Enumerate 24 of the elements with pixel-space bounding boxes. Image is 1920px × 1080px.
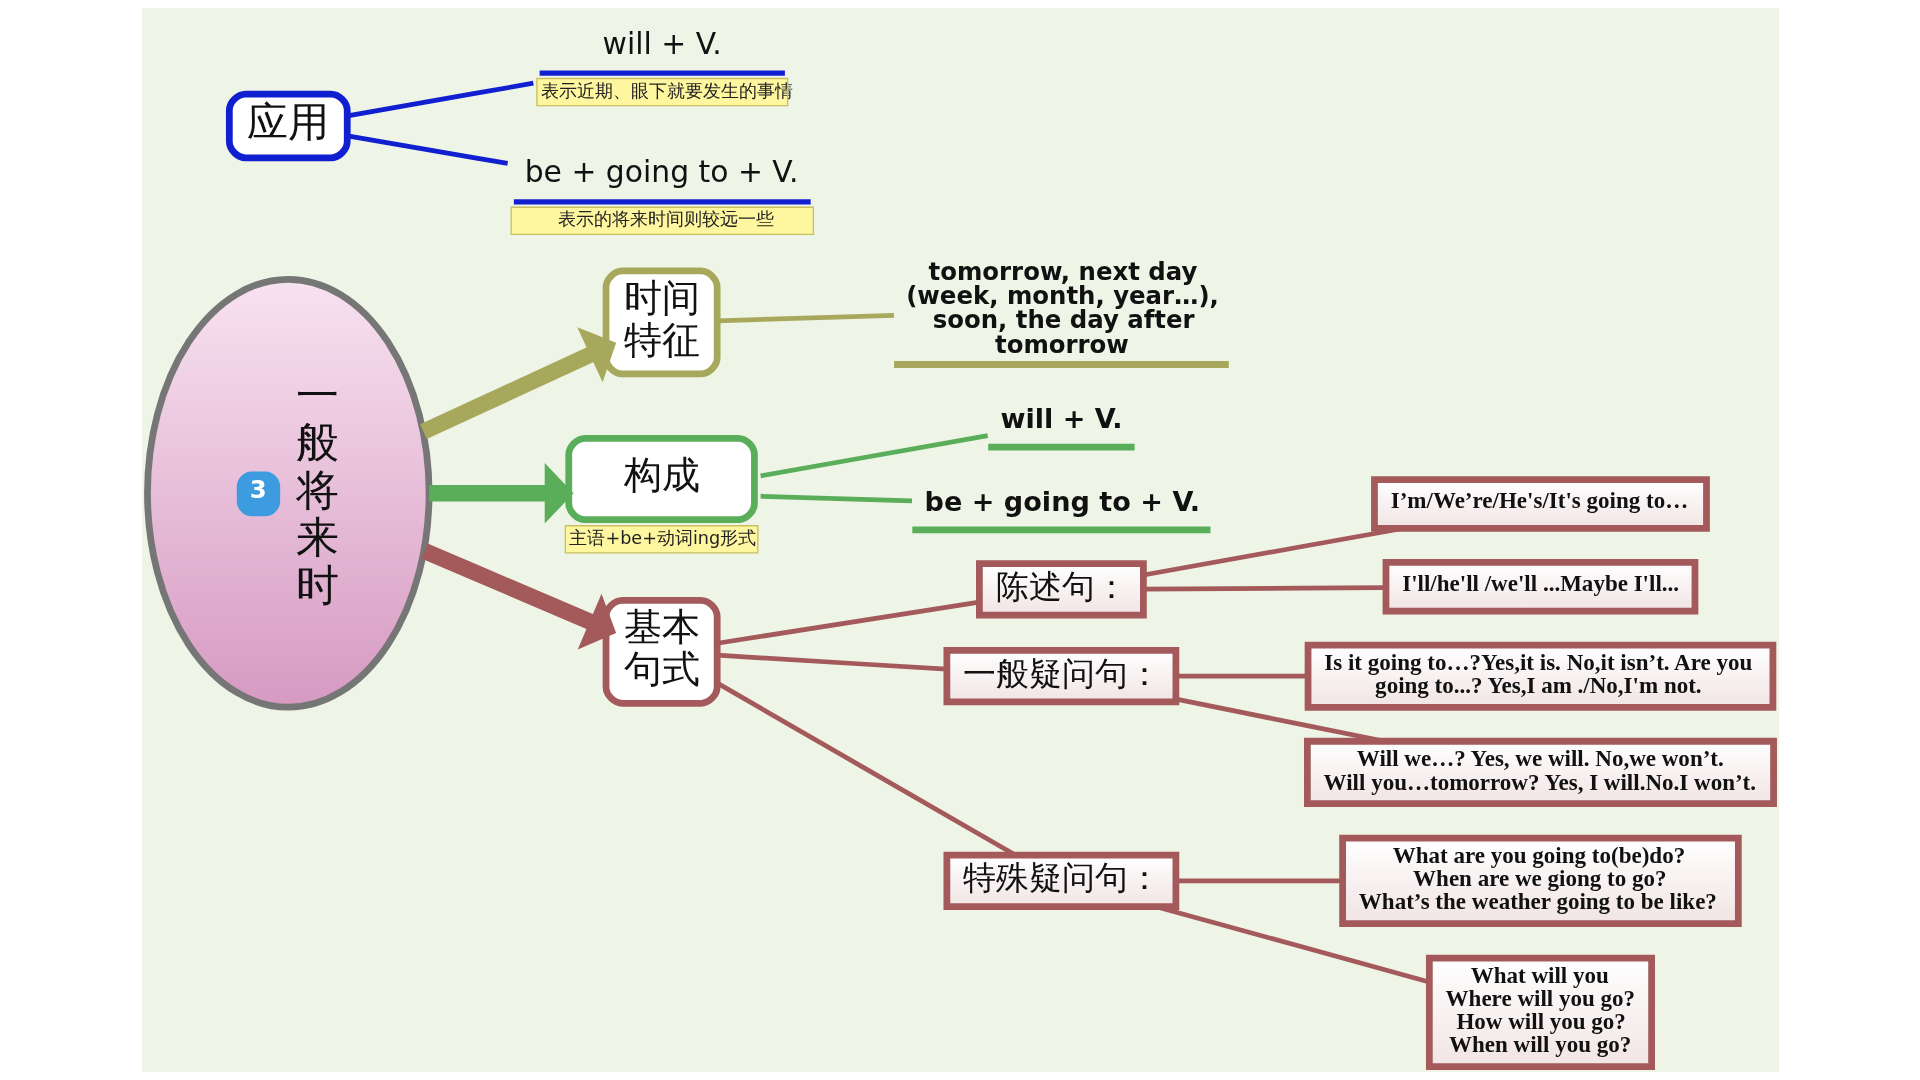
- node-text: tomorrow, next day (week, month, year…), soon, the day after tomorrow: [905, 256, 1219, 359]
- node-box: I’m/We’re/He's/It's going to…: [1370, 476, 1710, 532]
- node-box: I'll/he'll /we'll ...Maybe I'll...: [1382, 558, 1698, 615]
- connector: [760, 493, 912, 504]
- arrow: [419, 327, 616, 439]
- node-box: What will you Where will you go? How will you go? When will you go?: [1425, 954, 1655, 1070]
- connector: [1143, 585, 1386, 592]
- node-ellipse: 3 一般将来时: [143, 275, 432, 711]
- node-box: What are you going to(be)do? When are we giong to go? What’s the weather going to be like?: [1338, 834, 1742, 927]
- node-text: will + V.: [999, 403, 1123, 435]
- node-box: 应用: [225, 90, 351, 162]
- node-text: be + going to + V.: [924, 485, 1200, 517]
- node-label: be + going to + V.: [524, 154, 798, 190]
- node-label: will + V.: [602, 25, 722, 61]
- node-box: 陈述句：: [975, 560, 1147, 619]
- node-box: 基本句式: [602, 596, 721, 707]
- node-box: Is it going to…?Yes,it is. No,it isn’t. Are you going to...? Yes,I am ./No,I'm not.: [1304, 641, 1776, 711]
- arrow: [428, 462, 574, 524]
- node-box: 特殊疑问句：: [943, 851, 1179, 910]
- arrow: [420, 543, 616, 650]
- node-box: 一般疑问句：: [943, 647, 1179, 706]
- node-box: Will we…? Yes, we will. No,we won’t. Will you…tomorrow? Yes, I will.No.I won’t.: [1303, 737, 1777, 807]
- connector: [759, 433, 988, 479]
- node-box: 时间特征: [602, 267, 721, 378]
